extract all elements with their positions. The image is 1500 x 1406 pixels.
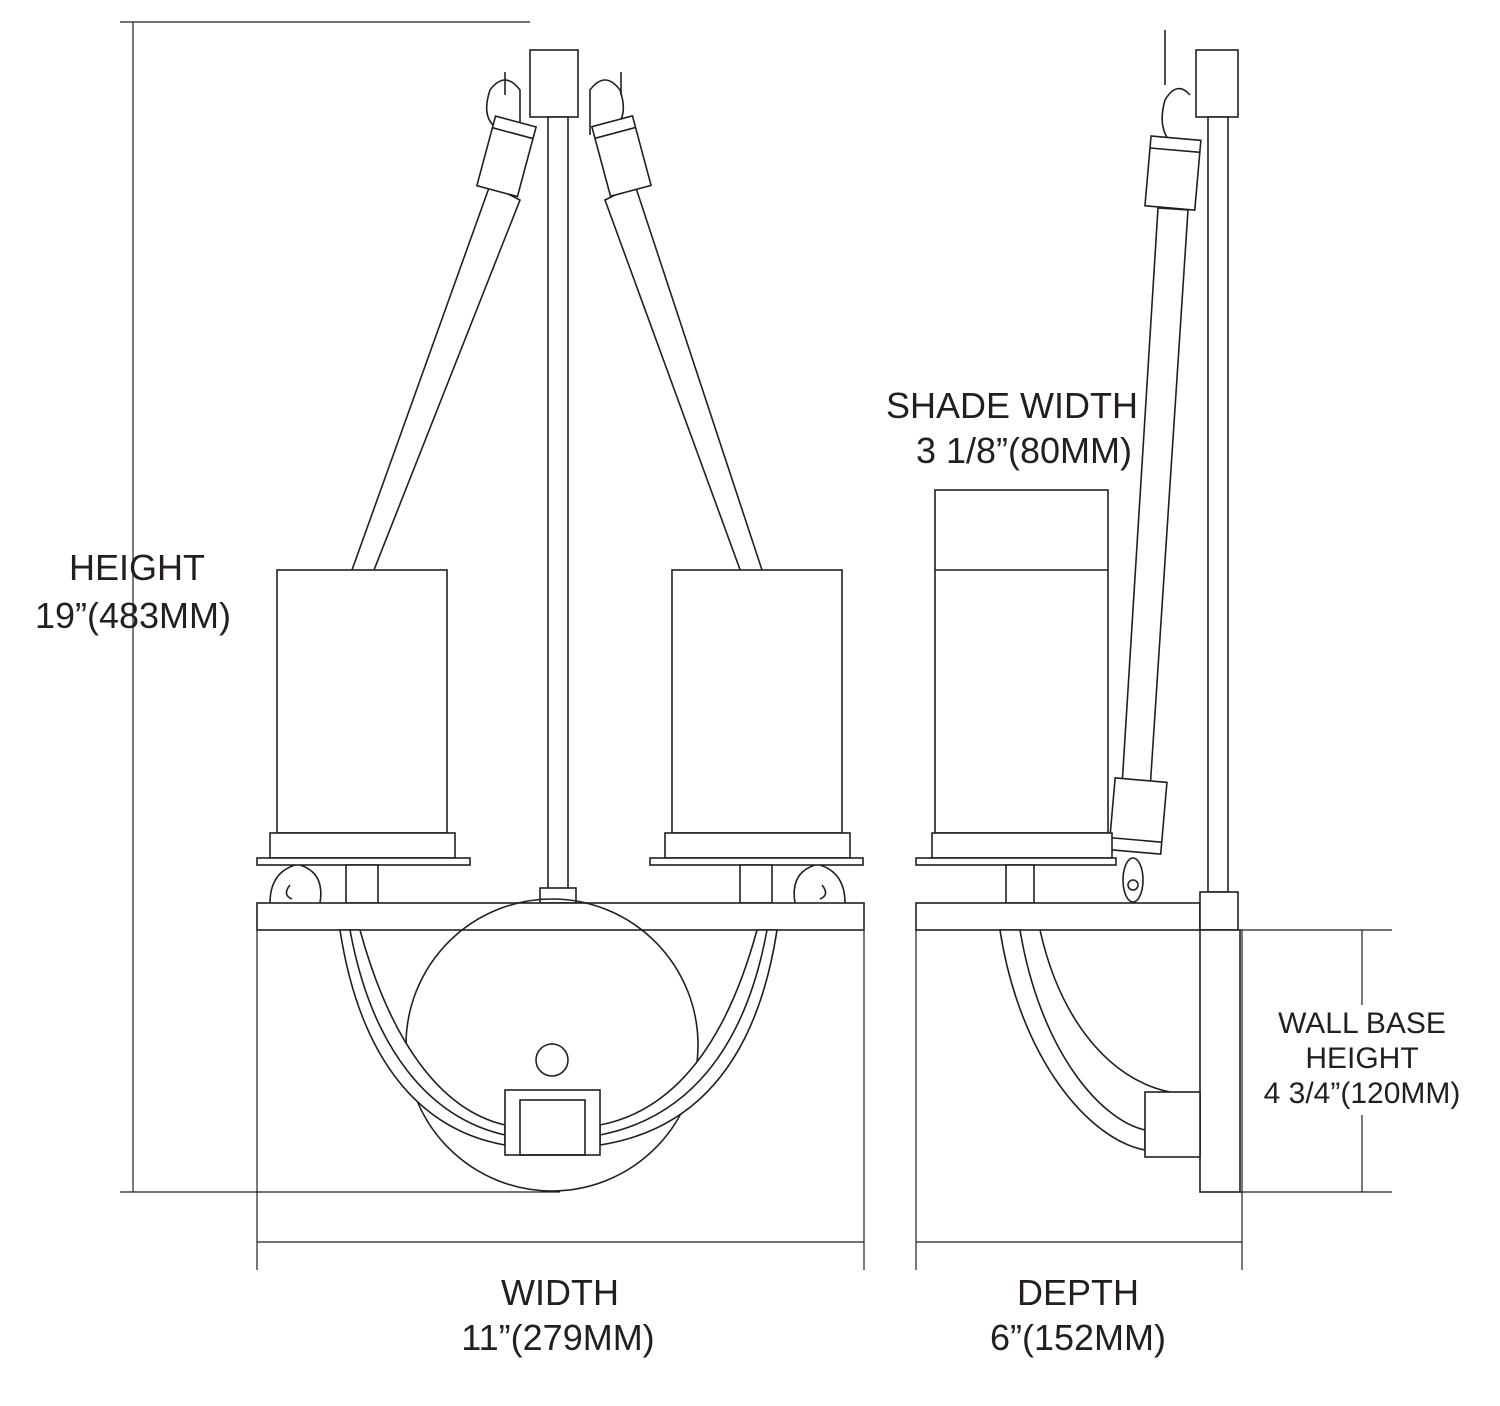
wall-base-value: 4 3/4”(120MM) <box>1264 1077 1461 1110</box>
side-shade <box>934 489 1109 834</box>
side-lock-top <box>1144 135 1202 211</box>
side-bar <box>915 902 1201 931</box>
depth-label: DEPTH <box>1017 1272 1139 1313</box>
rope-right <box>604 183 764 576</box>
height-value: 19”(483MM) <box>35 595 231 636</box>
wall-base-label-2: HEIGHT <box>1305 1042 1418 1075</box>
shade-width-label: SHADE WIDTH <box>886 385 1138 426</box>
shade-left <box>256 569 471 904</box>
height-dimension-lines <box>120 21 560 1193</box>
wall-base-label-1: WALL BASE <box>1278 1007 1446 1040</box>
center-rod <box>547 116 569 891</box>
side-lock-bottom <box>1108 777 1168 855</box>
hook-left <box>485 79 521 135</box>
depth-value: 6”(152MM) <box>990 1317 1166 1358</box>
width-label: WIDTH <box>501 1272 619 1313</box>
width-value: 11”(279MM) <box>461 1317 654 1358</box>
front-view <box>256 49 865 1270</box>
height-label: HEIGHT <box>69 547 205 588</box>
rope-left <box>350 183 522 576</box>
canopy <box>529 49 579 118</box>
side-view <box>915 30 1392 1270</box>
wall-plate <box>1199 929 1241 1193</box>
side-canopy <box>1195 49 1239 118</box>
finial <box>535 1043 569 1077</box>
arm-right <box>599 929 778 1146</box>
lock-left <box>475 115 538 198</box>
shade-width-value: 3 1/8”(80MM) <box>916 430 1132 471</box>
side-rod <box>1207 116 1229 893</box>
side-rope <box>1121 207 1189 791</box>
shade-right <box>649 569 864 904</box>
backplate-bar <box>256 902 865 931</box>
lock-right <box>590 114 653 198</box>
side-arm <box>999 929 1146 1151</box>
